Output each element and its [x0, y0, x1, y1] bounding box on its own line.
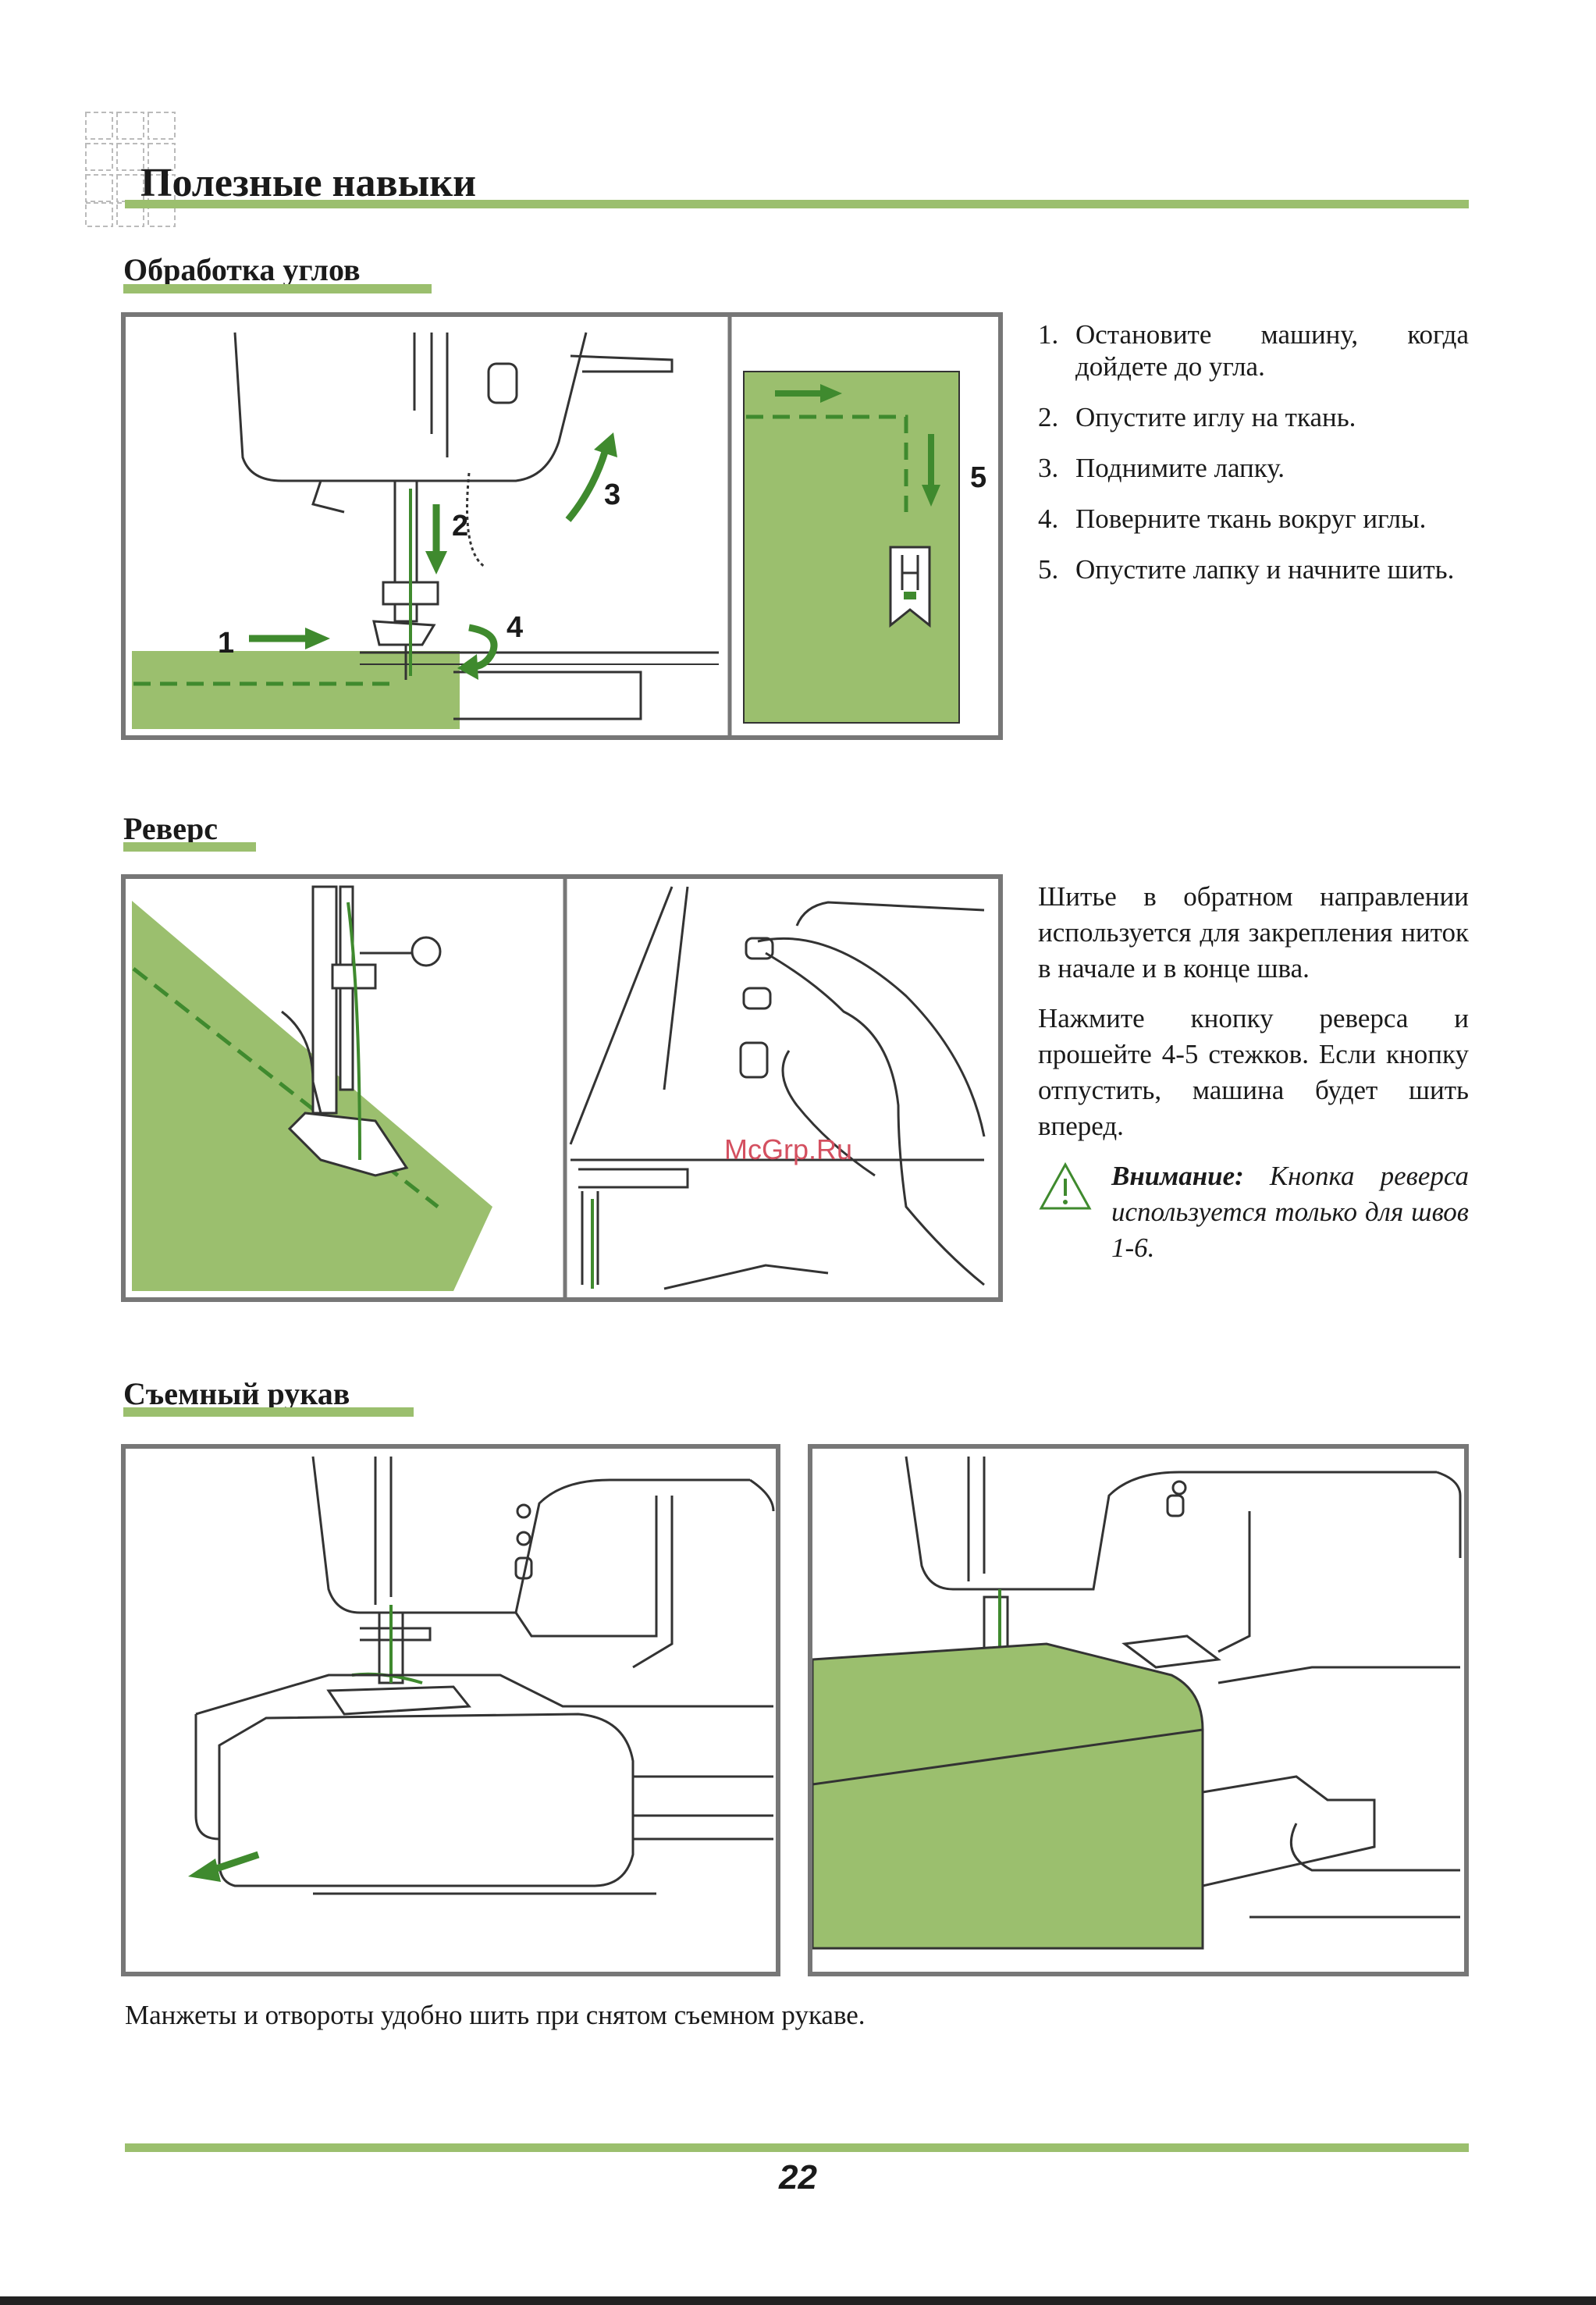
- section-title-free-arm: Съемный рукав: [123, 1376, 350, 1411]
- page-number: 22: [779, 2158, 817, 2197]
- title-rule: [125, 200, 1469, 208]
- free-arm-sleeve-illustration: [808, 1444, 1469, 1976]
- reverse-paragraph-2: Нажмите кнопку реверса и прошейте 4-5 ст…: [1038, 1003, 1469, 1141]
- page-edge: [0, 2296, 1596, 2305]
- reverse-paragraph-1: Шитье в обратном направлении используетс…: [1038, 881, 1469, 984]
- list-item: 4.Поверните ткань вокруг иглы.: [1038, 503, 1427, 534]
- list-item: 5.Опустите лапку и начните шить.: [1038, 554, 1455, 585]
- list-item: 2.Опустите иглу на ткань.: [1038, 402, 1356, 432]
- free-arm-caption: Манжеты и отвороты удобно шить при снято…: [125, 2000, 866, 2030]
- label-4: 4: [507, 611, 523, 644]
- corners-steps-list: 1.Остановите машину, когда дойдете до уг…: [1038, 318, 1469, 604]
- free-arm-removed-illustration: [121, 1444, 780, 1976]
- section-title-corners: Обработка углов: [123, 252, 361, 287]
- section-underline: [123, 1407, 414, 1417]
- footer-rule: [125, 2143, 1469, 2152]
- section-underline: [123, 842, 256, 852]
- label-5: 5: [970, 461, 986, 494]
- label-2: 2: [452, 510, 468, 542]
- label-1: 1: [218, 627, 234, 660]
- reverse-text: Шитье в обратном направлении используетс…: [1038, 879, 1469, 1266]
- list-item: 1.Остановите машину, когда дойдете до уг…: [1038, 319, 1469, 382]
- warning-label: Внимание:: [1111, 1161, 1244, 1191]
- section-underline: [123, 284, 432, 293]
- warning-triangle-icon: [1039, 1161, 1092, 1210]
- list-item: 3.Поднимите лапку.: [1038, 453, 1285, 483]
- label-3: 3: [604, 478, 620, 511]
- watermark: McGrp.Ru: [724, 1133, 853, 1165]
- page-title: Полезные навыки: [140, 161, 477, 205]
- corners-illustration: 1 2 3 4 5: [121, 312, 1003, 740]
- reverse-illustration: [121, 874, 1003, 1302]
- section-title-reverse: Реверс: [123, 811, 219, 846]
- warning-block: Внимание: Кнопка реверса используется то…: [1038, 1158, 1469, 1266]
- warning-text: Внимание: Кнопка реверса используется то…: [1111, 1161, 1469, 1263]
